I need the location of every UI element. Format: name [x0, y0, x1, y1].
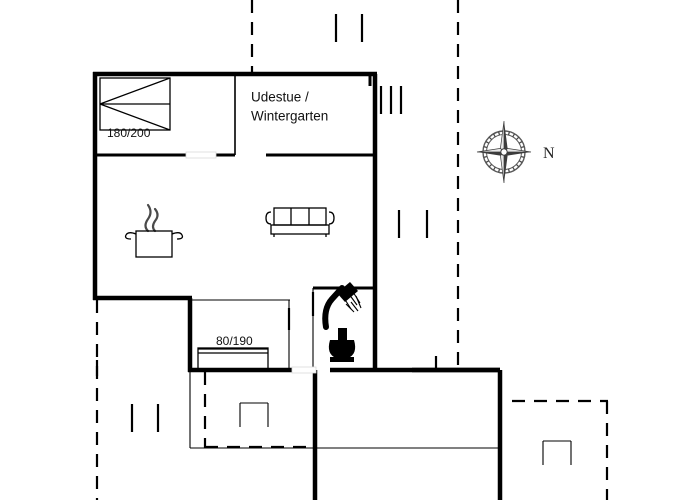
room-label-conservatory-line2: Wintergarten: [251, 109, 328, 124]
deck-details: [239, 402, 572, 465]
window-tick-marks: [95, 14, 438, 432]
pot-handle-right: [171, 232, 184, 240]
shower-spray: [343, 291, 362, 313]
cooking-pot-icon: [124, 203, 184, 258]
sofa-arm-left: [265, 211, 272, 225]
compass-north-label: N: [543, 145, 555, 162]
toilet-base: [330, 357, 354, 362]
compass-cardinal-points: [476, 120, 532, 184]
toilet-bowl: [328, 340, 356, 360]
bed-double-icon: [99, 77, 171, 131]
pot-handle-left: [124, 232, 137, 240]
door-swing-bathroom: [291, 366, 317, 374]
pot-body: [135, 230, 173, 258]
deck-step-right: [542, 440, 572, 465]
bed-single-size-label: 80/190: [216, 334, 253, 348]
bed-double-size-label: 180/200: [107, 126, 151, 140]
bed-double-diagonal-upper: [99, 77, 171, 105]
compass-hub: [500, 148, 508, 156]
toilet-icon: [328, 328, 356, 362]
dashed-boundaries: [95, 0, 609, 500]
toilet-cistern: [338, 328, 347, 340]
sofa-seat: [270, 224, 330, 235]
door-swing-bedroom: [185, 151, 217, 159]
sofa-arm-right: [328, 211, 335, 225]
sofa-icon: [265, 207, 335, 237]
sofa-back: [273, 207, 327, 226]
interior-walls: [95, 74, 375, 374]
room-label-conservatory-line1: Udestue /: [251, 90, 309, 105]
pot-steam-2: [151, 207, 159, 233]
bed-single-icon: [197, 347, 269, 371]
shower-icon: [322, 282, 362, 330]
bed-double-diagonal-lower: [99, 103, 171, 131]
shower-head: [337, 282, 358, 302]
bed-single-frame: [197, 347, 269, 371]
pot-steam-1: [144, 203, 152, 233]
deck-step-left: [239, 402, 269, 427]
annex-block: [189, 370, 503, 500]
compass-rose: [476, 120, 532, 184]
shower-arm: [322, 285, 345, 330]
